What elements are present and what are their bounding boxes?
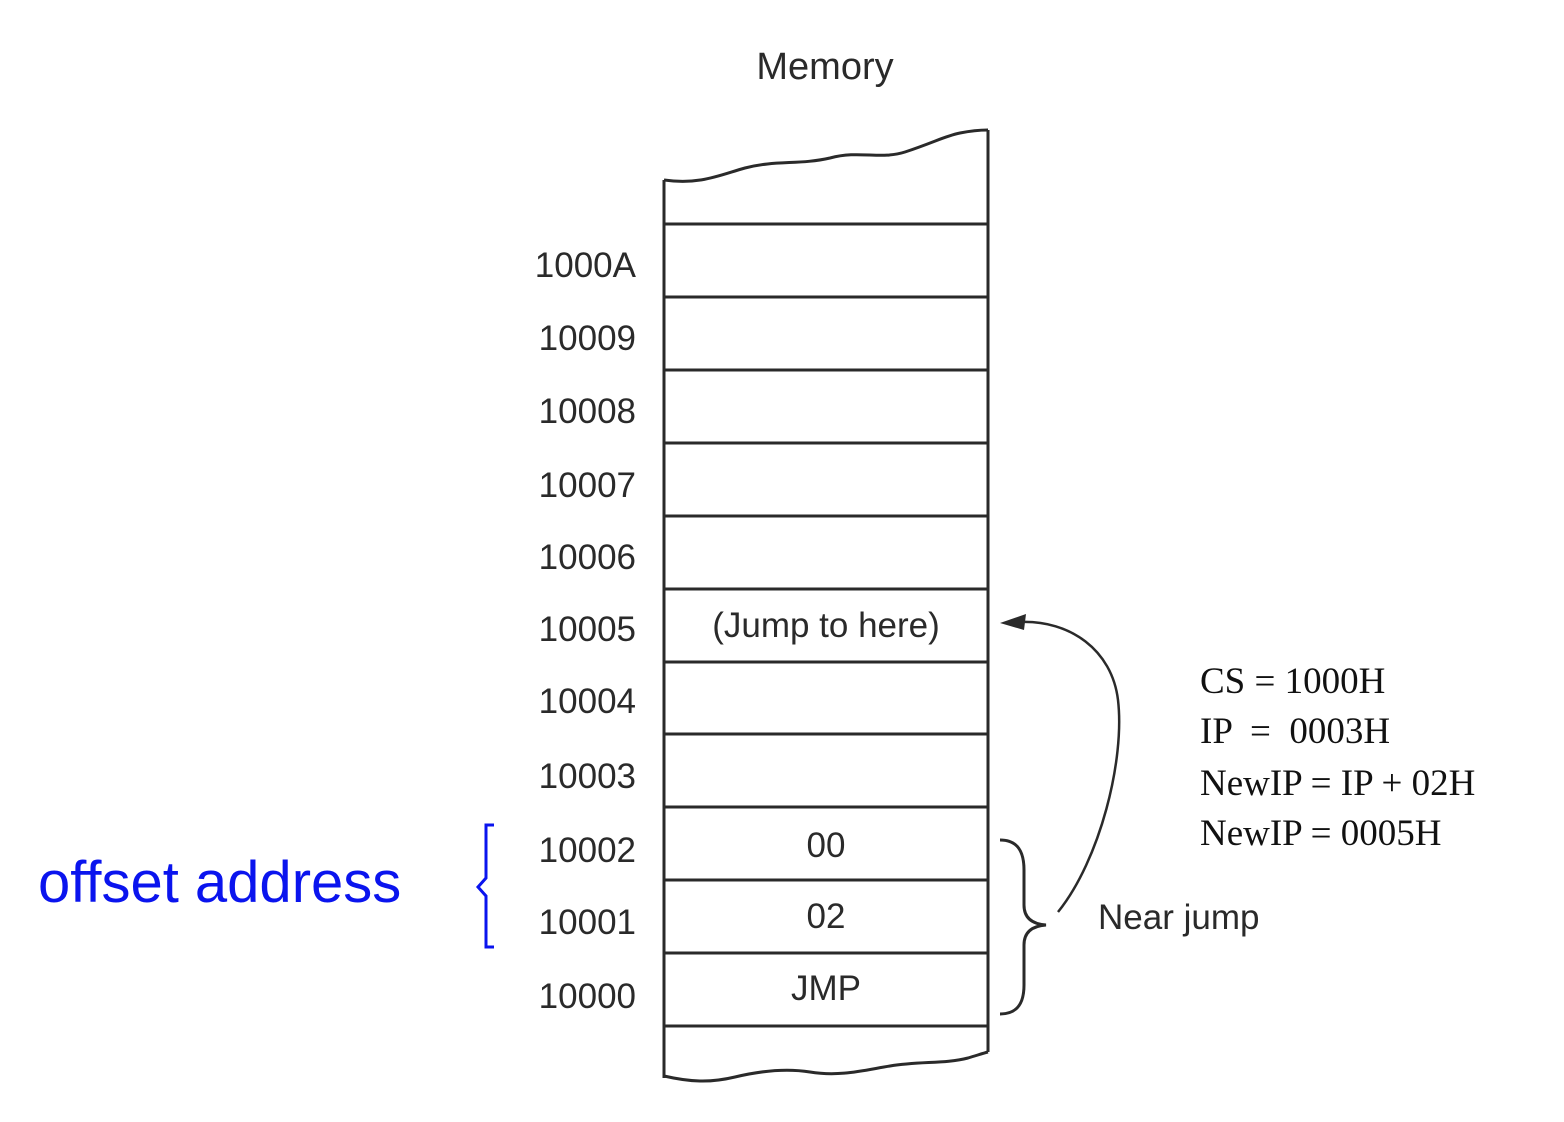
memory-cell-content: JMP [791, 969, 861, 1008]
address-label: 10003 [538, 757, 636, 796]
address-label: 10008 [538, 392, 636, 431]
near-jump-label: Near jump [1098, 898, 1260, 937]
calc-line: CS = 1000H [1200, 661, 1386, 702]
address-label: 10009 [538, 319, 636, 358]
memory-top-wavy-edge [663, 128, 989, 183]
memory-cell-content: (Jump to here) [712, 606, 940, 645]
address-label: 10004 [538, 682, 636, 721]
calc-line: NewIP = IP + 02H [1200, 763, 1476, 804]
memory-bottom-wavy-edge [663, 1050, 989, 1083]
address-label: 10005 [538, 610, 636, 649]
memory-cell-content: 00 [806, 826, 846, 865]
memory-cell-content: 02 [806, 897, 846, 936]
near-jump-arrow-head [1000, 614, 1026, 630]
address-label: 10002 [538, 831, 636, 870]
calc-line: IP = 0003H [1200, 711, 1391, 752]
address-label: 10007 [538, 466, 636, 505]
address-label: 1000A [534, 246, 636, 285]
address-label: 10006 [538, 538, 636, 577]
calc-line: NewIP = 0005H [1200, 813, 1442, 854]
offset-bracket [475, 823, 494, 949]
near-jump-brace [999, 838, 1047, 1016]
near-jump-arrow [1019, 620, 1121, 913]
memory-row-dividers [664, 222, 988, 1028]
address-label: 10001 [538, 903, 636, 942]
memory-title: Memory [756, 46, 894, 88]
address-label: 10000 [538, 977, 636, 1016]
offset-address-label: offset address [38, 850, 402, 915]
